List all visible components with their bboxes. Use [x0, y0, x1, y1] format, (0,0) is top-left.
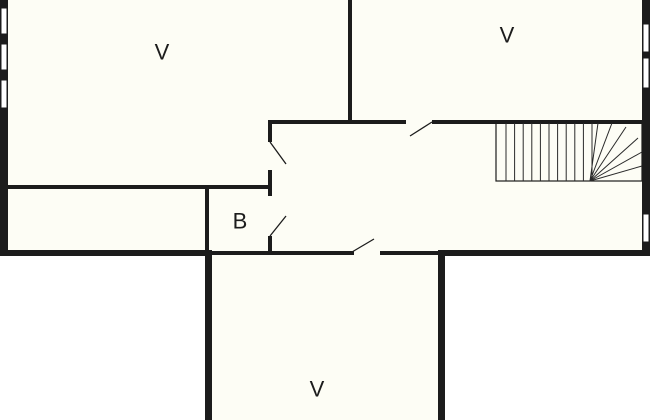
room-closet-floor [8, 188, 208, 252]
wall-hall-top-left [268, 120, 406, 124]
window-icon [642, 213, 650, 243]
room-bath-floor [208, 188, 270, 252]
room-bottom-floor [208, 252, 442, 420]
wall-bottom-room-right [438, 250, 445, 420]
wall-closet-bath-divider [205, 186, 209, 252]
room-label-bottom: V [310, 377, 325, 402]
window-icon [0, 7, 8, 35]
windows [0, 7, 650, 243]
wall-hall-left-3 [268, 236, 272, 254]
doors [269, 121, 433, 253]
stair-winder [589, 122, 599, 182]
wall-bottom-left [0, 250, 212, 256]
room-label-bath: B [233, 209, 248, 234]
door-swing-icon [409, 121, 433, 137]
wall-top-divider [348, 0, 352, 124]
wall-closet-top [6, 185, 272, 189]
room-label-top-right: V [500, 23, 515, 48]
window-icon [0, 79, 8, 109]
window-icon [642, 57, 650, 89]
room-label-top-left: V [155, 40, 170, 65]
staircase-icon [495, 122, 643, 182]
hallway-floor [270, 122, 642, 252]
stair-winder [589, 122, 613, 182]
window-icon [642, 23, 650, 53]
window-icon [0, 43, 8, 71]
floor-areas [8, 0, 642, 420]
door-swing-icon [269, 215, 287, 237]
wall-hall-top-right [432, 120, 644, 124]
stair-winder [589, 151, 643, 182]
wall-hall-left-2 [268, 170, 272, 196]
door-swing-icon [269, 141, 287, 165]
stair-winder [589, 137, 639, 182]
wall-hall-bottom-left [208, 251, 354, 255]
door-swing-icon [351, 238, 375, 253]
stair-winder [589, 126, 627, 182]
wall-bottom-right [438, 250, 650, 256]
wall-hall-bottom-right [380, 251, 440, 255]
wall-bottom-room-left [205, 250, 212, 420]
stair-winder [589, 165, 643, 182]
wall-outer-left [0, 0, 8, 256]
stair-winders [589, 122, 643, 182]
wall-hall-left-1 [268, 120, 272, 142]
wall-outer-right [642, 0, 650, 256]
room-top-right-floor [350, 0, 642, 122]
stair-treads [505, 123, 593, 181]
